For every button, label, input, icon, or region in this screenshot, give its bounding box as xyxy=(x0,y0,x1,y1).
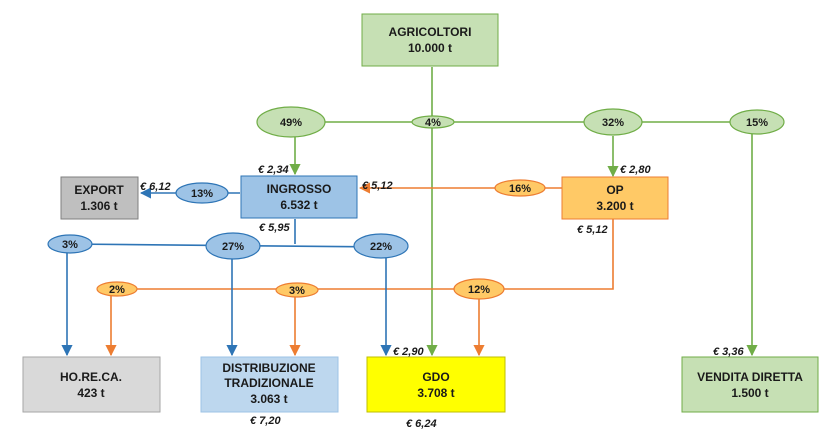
node-distribuzione: DISTRIBUZIONE TRADIZIONALE 3.063 t xyxy=(200,356,339,413)
pct-ellipse-12 xyxy=(453,278,505,300)
ingrosso-value: 6.532 t xyxy=(280,198,317,212)
green-percent-ellipses: 49% 4% 32% 15% xyxy=(256,106,785,138)
price-export: € 6,12 xyxy=(140,181,171,193)
horeca-box xyxy=(22,356,161,413)
blue-percent-ellipses: 13% 3% 27% 22% xyxy=(47,182,409,260)
pct-ellipse-16 xyxy=(494,179,546,197)
agricoltori-title: AGRICOLTORI xyxy=(389,25,472,39)
pct-ellipse-32 xyxy=(583,108,643,136)
agricoltori-value: 10.000 t xyxy=(408,41,452,55)
distribuzione-title-line1: DISTRIBUZIONE xyxy=(222,361,315,375)
price-ingrosso-out: € 5,95 xyxy=(259,222,290,234)
distribuzione-title-line2: TRADIZIONALE xyxy=(224,376,313,390)
node-agricoltori: AGRICOLTORI 10.000 t xyxy=(361,13,499,67)
node-ingrosso: INGROSSO 6.532 t xyxy=(240,175,358,219)
gdo-title: GDO xyxy=(422,370,449,384)
pct-ellipse-22 xyxy=(353,233,409,259)
pct-ellipse-3-orange xyxy=(275,282,319,298)
price-ingrosso-from-op: € 5,12 xyxy=(362,180,393,192)
pct-ellipse-3-blue xyxy=(47,234,93,254)
price-labels: € 2,34 € 5,95 € 6,12 € 5,12 € 2,80 € 5,1… xyxy=(140,164,744,430)
price-distribuzione-out: € 7,20 xyxy=(250,415,281,427)
horeca-value: 423 t xyxy=(77,386,104,400)
horeca-title: HO.RE.CA. xyxy=(60,370,122,384)
pct-ellipse-15 xyxy=(729,109,785,135)
pct-label-3-orange: 3% xyxy=(289,285,305,297)
op-box xyxy=(561,176,669,220)
node-horeca: HO.RE.CA. 423 t xyxy=(22,356,161,413)
pct-ellipse-2 xyxy=(96,281,138,297)
pct-label-2: 2% xyxy=(109,284,125,296)
pct-ellipse-4 xyxy=(411,115,455,129)
price-gdo-out: € 6,24 xyxy=(406,418,437,430)
export-box xyxy=(60,176,139,220)
node-export: EXPORT 1.306 t xyxy=(60,176,139,220)
price-vendita-in: € 3,36 xyxy=(713,346,744,358)
gdo-box xyxy=(366,356,506,413)
pct-label-22: 22% xyxy=(370,241,392,253)
gdo-value: 3.708 t xyxy=(417,386,454,400)
export-title: EXPORT xyxy=(74,183,124,197)
node-op: OP 3.200 t xyxy=(561,176,669,220)
orange-flows xyxy=(105,182,614,357)
vendita-box xyxy=(681,356,819,413)
pct-ellipse-49 xyxy=(256,106,326,138)
node-vendita-diretta: VENDITA DIRETTA 1.500 t xyxy=(681,356,819,413)
pct-label-3-blue: 3% xyxy=(62,239,78,251)
op-title: OP xyxy=(606,183,623,197)
price-op-in: € 2,80 xyxy=(620,164,651,176)
export-value: 1.306 t xyxy=(80,199,117,213)
price-gdo-in: € 2,90 xyxy=(393,346,424,358)
pct-ellipse-13 xyxy=(175,182,229,204)
green-flows xyxy=(289,67,758,357)
vendita-value: 1.500 t xyxy=(731,386,768,400)
pct-label-4: 4% xyxy=(425,117,441,129)
pct-label-13: 13% xyxy=(191,188,213,200)
pct-label-27: 27% xyxy=(222,241,244,253)
distribuzione-value: 3.063 t xyxy=(250,392,287,406)
pct-label-15: 15% xyxy=(746,117,768,129)
node-gdo: GDO 3.708 t xyxy=(366,356,506,413)
pct-label-49: 49% xyxy=(280,117,302,129)
agricoltori-box xyxy=(361,13,499,67)
price-op-out: € 5,12 xyxy=(577,224,608,236)
orange-percent-ellipses: 16% 2% 3% 12% xyxy=(96,179,546,300)
price-ingrosso-in: € 2,34 xyxy=(258,164,289,176)
pct-label-12: 12% xyxy=(468,284,490,296)
vendita-title: VENDITA DIRETTA xyxy=(697,370,803,384)
distribuzione-box xyxy=(200,356,339,413)
pct-label-32: 32% xyxy=(602,117,624,129)
ingrosso-box xyxy=(240,175,358,219)
pct-ellipse-27 xyxy=(205,232,261,260)
op-value: 3.200 t xyxy=(596,199,633,213)
ingrosso-title: INGROSSO xyxy=(267,182,332,196)
pct-label-16: 16% xyxy=(509,183,531,195)
